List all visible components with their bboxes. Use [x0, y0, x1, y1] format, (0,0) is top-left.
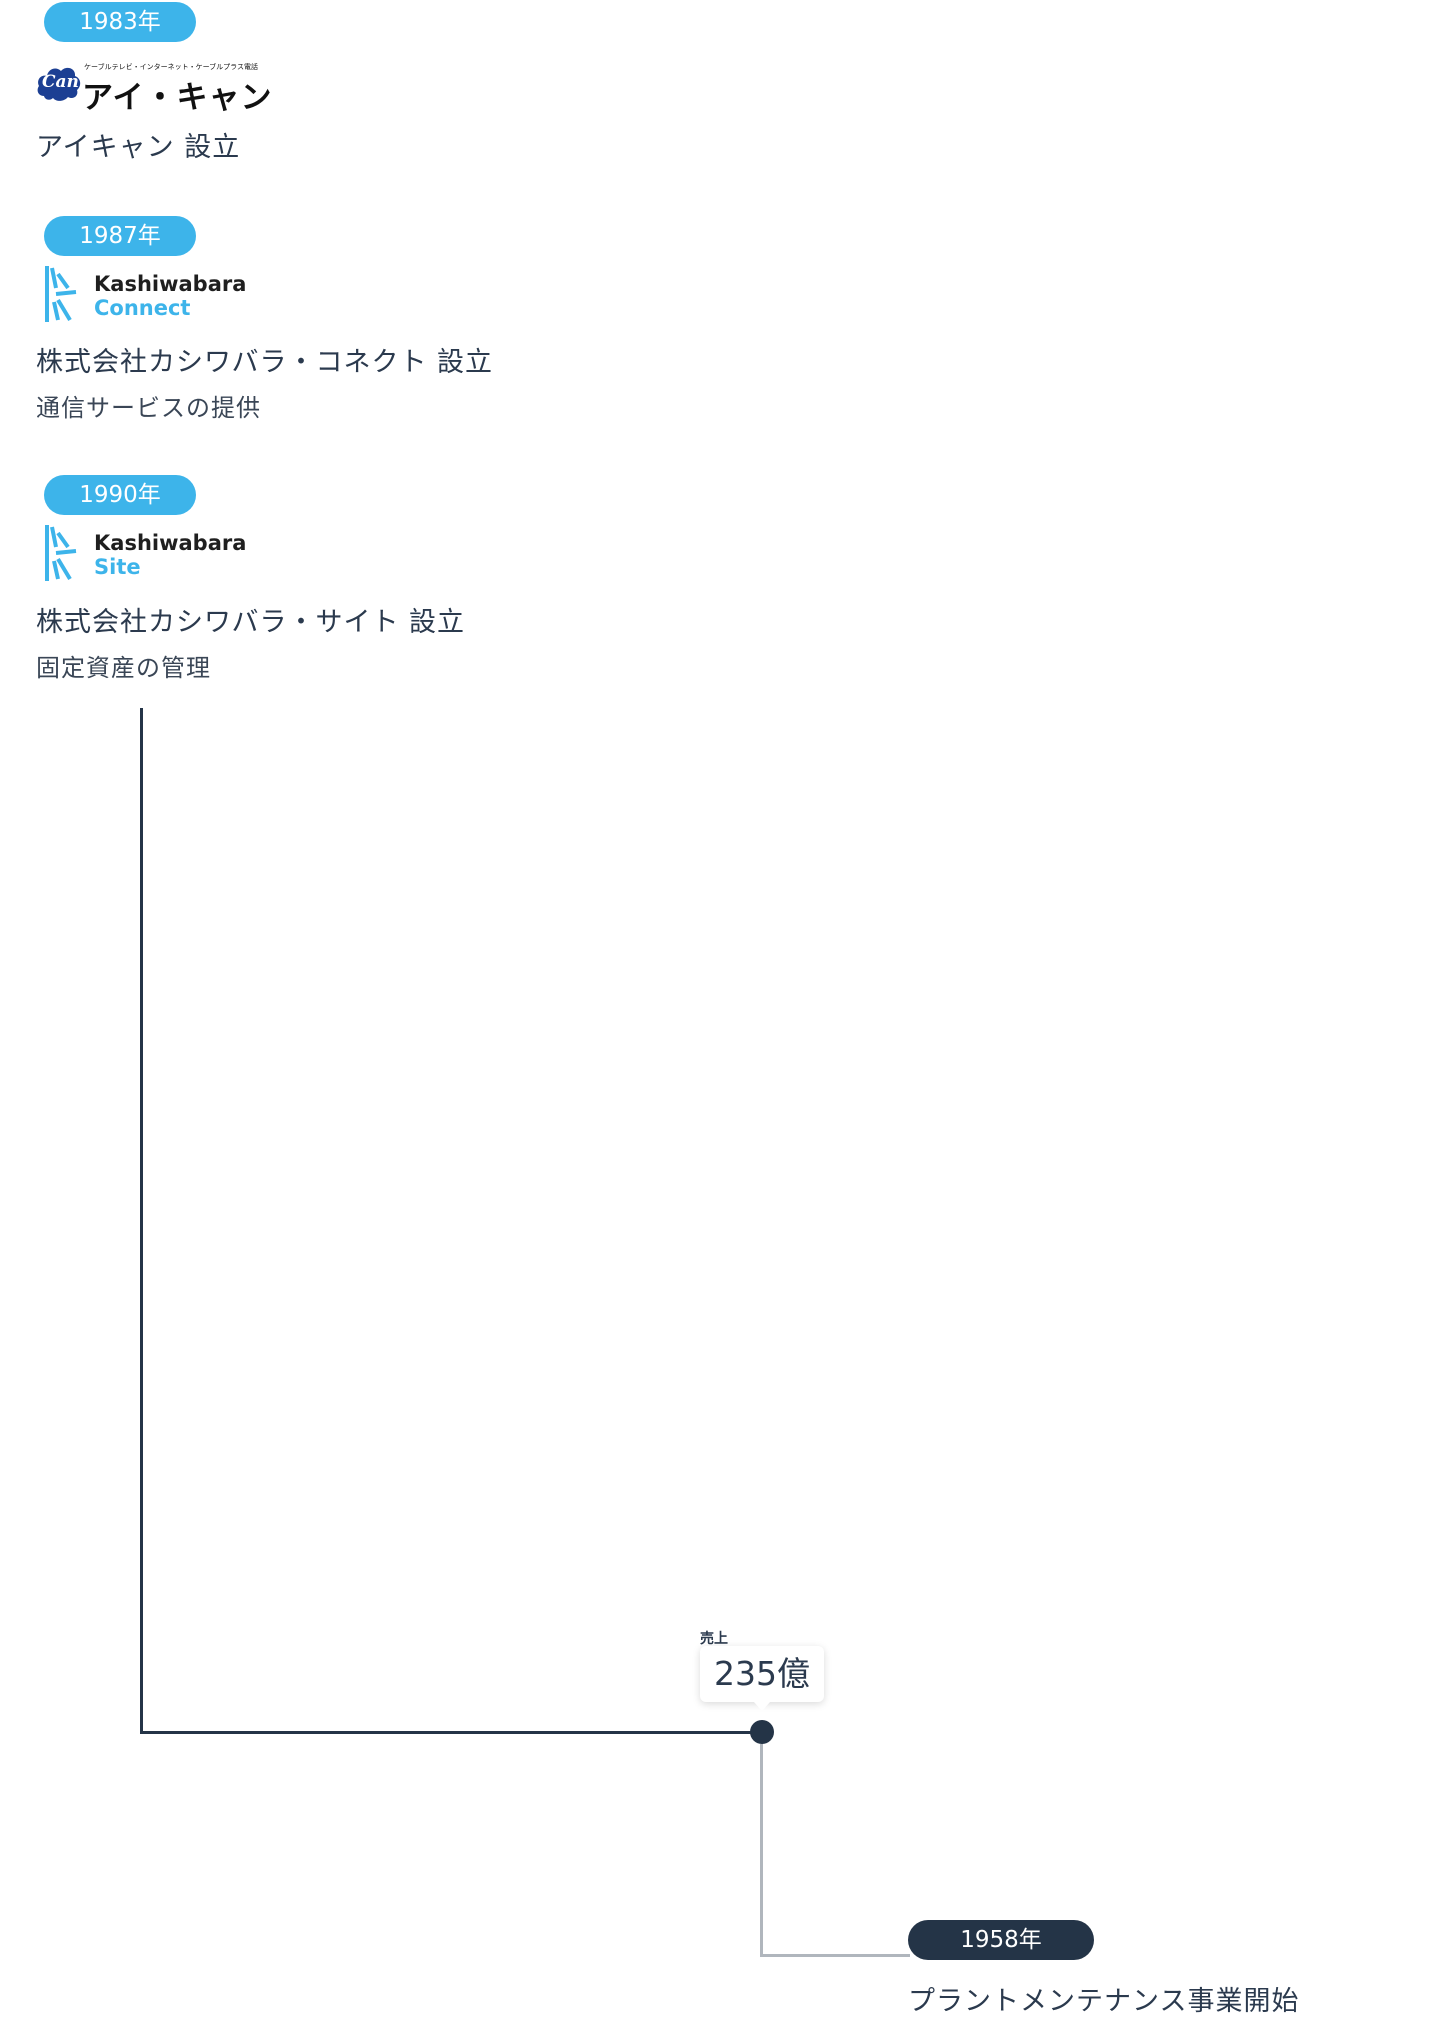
timeline-horizontal-line — [140, 1731, 762, 1734]
logo-line1: Kashiwabara — [94, 272, 247, 296]
event-title-1983: アイキャン 設立 — [36, 132, 241, 163]
year-badge-1983: 1983年 — [44, 2, 196, 42]
year-badge-1990: 1990年 — [44, 475, 196, 515]
kashiwabara-site-wordmark: Kashiwabara Site — [94, 531, 246, 579]
milestone-title: プラントメンテナンス事業開始 — [908, 1986, 1300, 2017]
ican-mark-text: Can — [42, 72, 79, 92]
sales-tooltip: 235億 — [700, 1646, 824, 1711]
logo-line1: Kashiwabara — [94, 531, 247, 555]
ican-tagline: ケーブルテレビ・インターネット・ケーブルプラス電話 — [84, 63, 259, 71]
timeline-point[interactable] — [750, 1720, 774, 1744]
sales-label: 売上 — [700, 1631, 728, 1647]
kashiwabara-connect-logo: Kashiwabara Connect — [42, 264, 246, 324]
event-title-1987: 株式会社カシワバラ・コネクト 設立 — [36, 347, 494, 378]
ican-wordmark: アイ・キャン — [82, 80, 273, 116]
kashiwabara-k-logo-icon — [45, 525, 77, 581]
kashiwabara-site-logo: Kashiwabara Site — [42, 523, 246, 583]
event-desc-1990: 固定資産の管理 — [36, 654, 211, 682]
event-desc-1987: 通信サービスの提供 — [36, 394, 261, 422]
event-title-1990: 株式会社カシワバラ・サイト 設立 — [36, 607, 466, 638]
logo-line2: Connect — [94, 296, 191, 320]
year-badge-1958: 1958年 — [908, 1920, 1094, 1960]
ican-logo: Can ケーブルテレビ・インターネット・ケーブルプラス電話 アイ・キャン — [36, 62, 271, 116]
kashiwabara-k-logo-icon — [45, 266, 77, 322]
ican-cloud-logo-icon — [37, 67, 81, 101]
sales-value: 235億 — [714, 1654, 810, 1693]
milestone-connector-horizontal — [760, 1954, 910, 1957]
kashiwabara-connect-wordmark: Kashiwabara Connect — [94, 272, 246, 320]
logo-line2: Site — [94, 555, 141, 579]
year-badge-1987: 1987年 — [44, 216, 196, 256]
milestone-connector-vertical — [760, 1744, 763, 1956]
timeline-vertical-line — [140, 708, 143, 1733]
